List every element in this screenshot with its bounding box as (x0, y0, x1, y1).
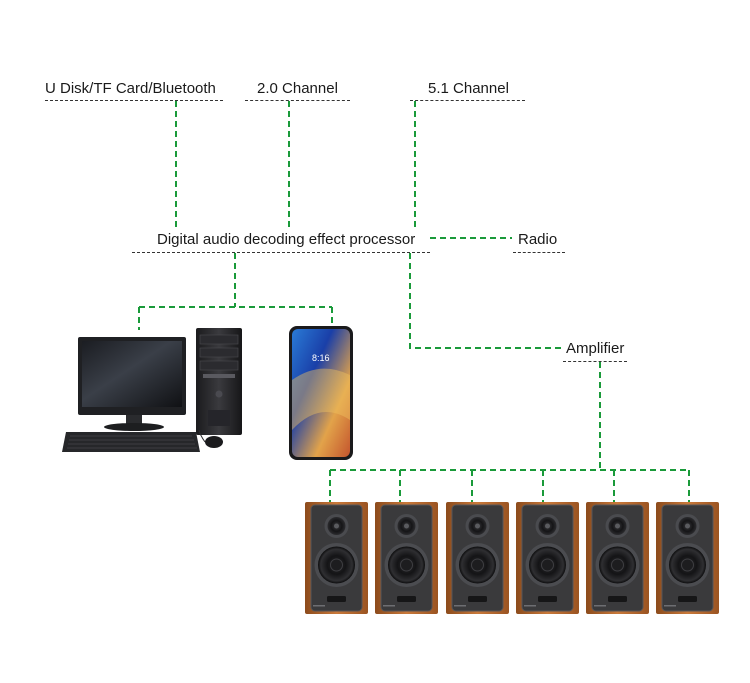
desktop-computer-icon (62, 328, 242, 452)
speaker-5 (585, 501, 650, 615)
smartphone-icon: 8:16 (289, 326, 353, 460)
wire-bus-to-speakers (329, 470, 690, 502)
label-usb-tf-bluetooth: U Disk/TF Card/Bluetooth (45, 80, 216, 97)
label-5-1-channel: 5.1 Channel (428, 80, 509, 97)
label-processor: Digital audio decoding effect processor (157, 231, 416, 248)
signal-wires (138, 101, 690, 502)
wire-processor-to-devices (138, 253, 333, 330)
speaker-row (304, 501, 720, 615)
underline-amplifier (563, 361, 627, 362)
speaker-3 (445, 501, 510, 615)
underline-usb (45, 100, 223, 101)
label-amplifier: Amplifier (566, 340, 625, 357)
label-2-0-channel: 2.0 Channel (257, 80, 338, 97)
speaker-4 (515, 501, 580, 615)
wire-amplifier-bus (330, 362, 689, 471)
speaker-6 (655, 501, 720, 615)
underline-processor (132, 252, 430, 253)
wire-processor-to-amplifier (409, 253, 562, 349)
speaker-1 (304, 501, 369, 615)
underline-radio (513, 252, 565, 253)
phone-clock: 8:16 (312, 353, 330, 363)
speaker-2 (374, 501, 439, 615)
label-radio: Radio (518, 231, 558, 248)
underline-2-0 (245, 100, 350, 101)
underline-5-1 (410, 100, 525, 101)
